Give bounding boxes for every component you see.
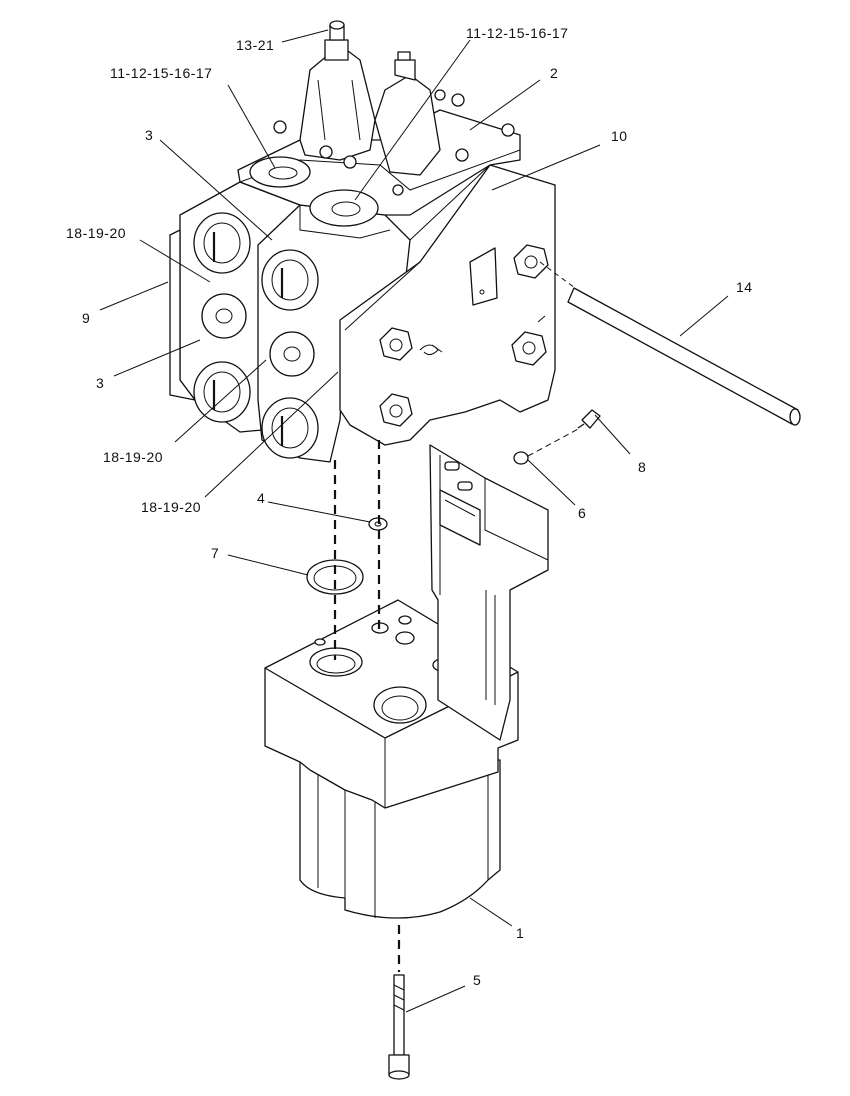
callout-6: 6 bbox=[578, 505, 586, 521]
callout-3-top: 3 bbox=[145, 127, 153, 143]
callout-18-19-20-top: 18-19-20 bbox=[66, 225, 126, 241]
callout-9: 9 bbox=[82, 310, 90, 326]
callout-11-12-15-16-17-right: 11-12-15-16-17 bbox=[466, 25, 568, 41]
callout-1: 1 bbox=[516, 925, 524, 941]
rod bbox=[567, 287, 801, 426]
callout-2: 2 bbox=[550, 65, 558, 81]
mounting-bracket bbox=[429, 444, 549, 741]
callout-3-bottom: 3 bbox=[96, 375, 104, 391]
callout-labels: 13-21 11-12-15-16-17 11-12-15-16-17 2 10… bbox=[66, 25, 753, 988]
callout-11-12-15-16-17-left: 11-12-15-16-17 bbox=[110, 65, 212, 81]
loose-parts bbox=[306, 409, 601, 1080]
callout-7: 7 bbox=[211, 545, 219, 561]
callout-4: 4 bbox=[257, 490, 265, 506]
callout-10: 10 bbox=[611, 128, 628, 144]
callout-18-19-20-mid: 18-19-20 bbox=[103, 449, 163, 465]
callout-8: 8 bbox=[638, 459, 646, 475]
callout-5: 5 bbox=[473, 972, 481, 988]
callout-14: 14 bbox=[736, 279, 753, 295]
valve-body bbox=[169, 20, 556, 463]
leader-lines bbox=[99, 29, 729, 1013]
callout-18-19-20-low: 18-19-20 bbox=[141, 499, 201, 515]
callout-13-21: 13-21 bbox=[236, 37, 274, 53]
assembly-lines bbox=[333, 261, 581, 972]
